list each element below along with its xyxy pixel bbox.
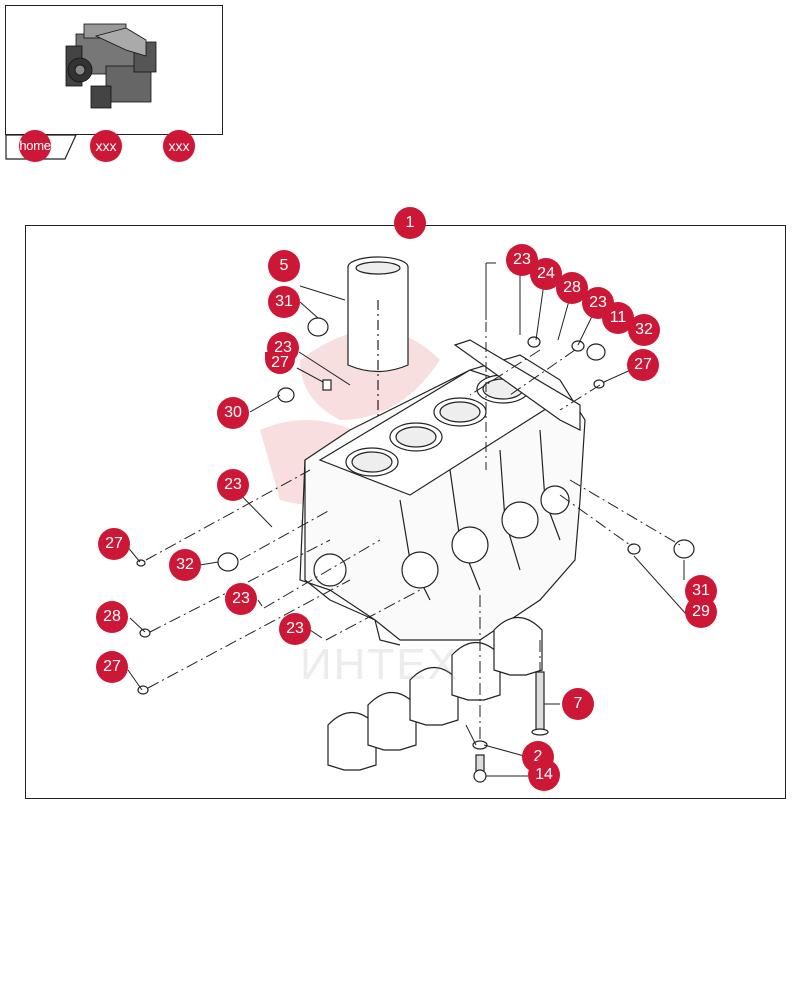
callout-part-23[interactable]: 23 [225, 583, 257, 615]
callout-part-23[interactable]: 23 [279, 613, 311, 645]
callout-part-23[interactable]: 23 [217, 469, 249, 501]
callout-part-27[interactable]: 27 [96, 651, 128, 683]
engine-thumbnail-icon [65, 23, 157, 109]
callout-part-30[interactable]: 30 [217, 397, 249, 429]
callout-part-27[interactable]: 27 [98, 528, 130, 560]
callout-part-11[interactable]: 11 [602, 302, 634, 334]
callout-part-1[interactable]: 1 [394, 207, 426, 239]
breadcrumb-item-2[interactable]: xxx [163, 130, 195, 162]
callout-part-5[interactable]: 5 [268, 250, 300, 282]
callout-part-32[interactable]: 32 [628, 314, 660, 346]
callout-part-27[interactable]: 27 [627, 349, 659, 381]
home-button[interactable]: home [19, 130, 51, 162]
callout-part-29[interactable]: 29 [685, 596, 717, 628]
callout-part-23[interactable]: 23 [582, 287, 614, 319]
callout-part-27[interactable]: 27 [265, 352, 295, 374]
bearing-caps [327, 616, 543, 771]
engine-thumbnail[interactable] [5, 5, 223, 135]
watermark-text: ИНТЕХ [300, 640, 459, 689]
callout-part-14[interactable]: 14 [528, 759, 560, 791]
callout-part-32[interactable]: 32 [169, 549, 201, 581]
callout-part-31[interactable]: 31 [268, 286, 300, 318]
breadcrumb-item-1[interactable]: xxx [90, 130, 122, 162]
callout-part-28[interactable]: 28 [96, 601, 128, 633]
callout-part-7[interactable]: 7 [562, 688, 594, 720]
